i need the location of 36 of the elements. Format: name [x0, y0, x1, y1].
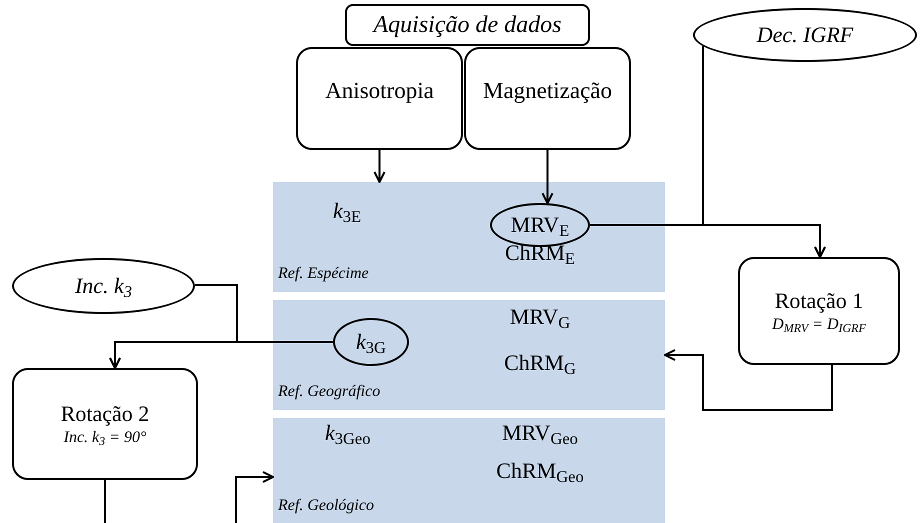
reference-band	[273, 418, 665, 523]
process-box	[296, 47, 463, 150]
reference-band	[273, 300, 665, 410]
symbol: ChRM$_{Geo}$	[496, 460, 584, 482]
box-title: Rotação 2	[60, 400, 150, 428]
box-label: Anisotropia	[325, 79, 434, 105]
process-box	[464, 47, 631, 150]
input-label: Dec. IGRF	[756, 24, 854, 46]
symbol: ChRM$_{G}$	[504, 352, 576, 374]
box-title: Rotação 1	[774, 287, 864, 315]
highlight-ellipse	[333, 318, 409, 366]
symbol: k$_{3Geo}$	[325, 422, 371, 444]
symbol: MRV$_{Geo}$	[502, 422, 578, 444]
title-text: Aquisição de dados	[374, 13, 562, 37]
reference-label: Ref. Espécime	[278, 266, 369, 282]
symbol: k$_{3G}$	[356, 331, 386, 353]
connector-arrow	[702, 46, 826, 258]
highlight-ellipse	[490, 203, 590, 247]
formula-text: D$_{MRV}$ = D$_{IGRF}$	[772, 314, 866, 335]
reference-label: Ref. Geológico	[278, 498, 374, 514]
connector-arrow	[542, 150, 554, 204]
formula-text: Inc. k$_{3}$ = 90°	[64, 428, 146, 448]
box-label: Magnetização	[483, 79, 612, 105]
symbol: MRV$_{G}$	[510, 306, 570, 328]
reference-band	[273, 182, 665, 292]
title-box	[345, 4, 590, 46]
symbol: MRV$_{E}$	[510, 214, 570, 236]
symbol: k$_{3E}$	[333, 200, 362, 222]
connector-arrow	[235, 471, 274, 523]
input-label: Inc. k$_{3}$	[74, 275, 132, 297]
connector-arrow	[109, 341, 333, 369]
process-box	[12, 368, 198, 480]
connector-arrow	[374, 150, 386, 183]
process-box	[738, 257, 900, 365]
connector-arrow	[664, 349, 833, 411]
reference-label: Ref. Geográfico	[278, 384, 380, 400]
